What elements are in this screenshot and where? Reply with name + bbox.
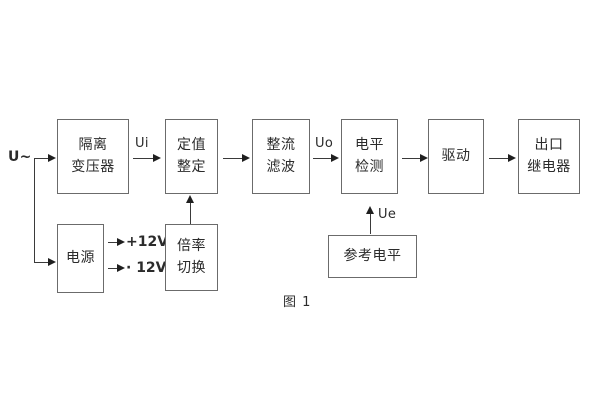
block-power-supply[interactable]: 电源 [57, 224, 104, 293]
reference-to-level-arrow [366, 206, 374, 214]
block-setting-value-line-2: 整定 [177, 158, 206, 175]
rectify-to-level-arrow [331, 153, 339, 162]
rail-negative-line [108, 268, 121, 269]
block-drive[interactable]: 驱动 [428, 119, 484, 194]
reference-to-level-line [370, 213, 371, 234]
block-isolation-transformer-line-1: 隔离 [78, 136, 108, 153]
block-rectify-filter-line-1: 整流 [266, 136, 296, 153]
multiplier-to-setting-arrow [186, 195, 194, 203]
signal-uo-label: Uo [315, 136, 334, 151]
block-isolation-transformer[interactable]: 隔离 变压器 [57, 119, 129, 194]
level-to-drive-line [402, 158, 424, 159]
block-multiplier-switch-line-2: 切换 [177, 259, 206, 276]
block-reference-level-line-1: 参考电平 [343, 247, 402, 264]
block-output-relay[interactable]: 出口 继电器 [518, 119, 580, 194]
block-setting-value[interactable]: 定值 整定 [165, 119, 218, 194]
input-to-power-line [34, 262, 50, 263]
rail-positive-label: +12V [126, 234, 169, 250]
input-bus-vertical [34, 158, 35, 262]
rectify-to-level-line [313, 158, 337, 159]
block-setting-value-line-1: 定值 [177, 136, 206, 153]
block-reference-level[interactable]: 参考电平 [328, 235, 417, 278]
input-to-power-arrow [48, 257, 56, 266]
block-multiplier-switch-line-1: 倍率 [177, 237, 206, 254]
figure-caption: 图 1 [283, 295, 312, 310]
rail-negative-arrow [117, 263, 125, 272]
drive-to-relay-arrow [508, 153, 516, 162]
level-to-drive-arrow [420, 153, 428, 162]
drive-to-relay-line [489, 158, 513, 159]
input-source-label: U~ [8, 149, 32, 165]
rail-negative-label: · 12V [126, 260, 167, 276]
block-level-detect[interactable]: 电平 检测 [341, 119, 398, 194]
block-level-detect-line-1: 电平 [355, 136, 384, 153]
block-multiplier-switch[interactable]: 倍率 切换 [165, 224, 218, 291]
rail-positive-line [108, 242, 121, 243]
signal-ui-label: Ui [135, 136, 149, 151]
block-isolation-transformer-line-2: 变压器 [71, 158, 115, 175]
setting-to-rectify-arrow [242, 153, 250, 162]
block-rectify-filter-line-2: 滤波 [266, 158, 296, 175]
block-output-relay-line-2: 继电器 [527, 158, 571, 175]
block-drive-line-1: 驱动 [441, 147, 471, 164]
block-level-detect-line-2: 检测 [355, 158, 384, 175]
transformer-to-setting-line [133, 158, 156, 159]
input-to-transformer-line [34, 158, 50, 159]
transformer-to-setting-arrow [153, 153, 161, 162]
input-to-transformer-arrow [48, 153, 56, 162]
multiplier-to-setting-line [190, 202, 191, 224]
setting-to-rectify-line [223, 158, 245, 159]
rail-positive-arrow [117, 237, 125, 246]
block-power-supply-line-1: 电源 [66, 249, 95, 266]
block-rectify-filter[interactable]: 整流 滤波 [252, 119, 310, 194]
signal-ue-label: Ue [378, 207, 397, 222]
block-output-relay-line-1: 出口 [534, 136, 564, 153]
